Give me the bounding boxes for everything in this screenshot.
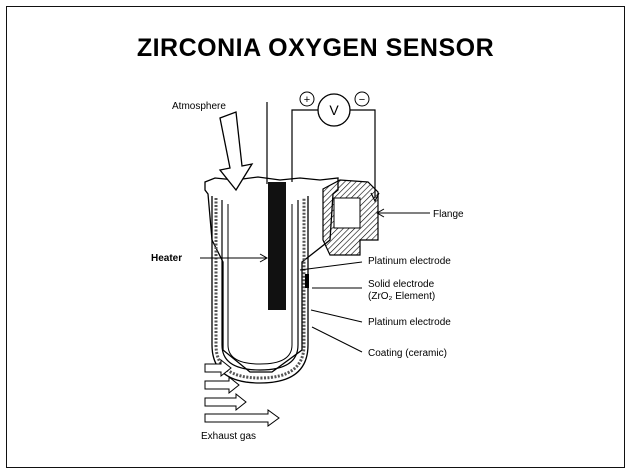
wire-negative-arrow: [370, 192, 380, 203]
platinum-outer-leader: [310, 309, 363, 323]
exhaust-arrow-2: [204, 375, 240, 395]
exhaust-arrow-4: [204, 409, 280, 427]
label-exhaust-gas: Exhaust gas: [201, 431, 256, 442]
sensor-body-outer: [211, 196, 309, 384]
heater-leader-arrow: [259, 253, 269, 263]
page-title: ZIRCONIA OXYGEN SENSOR: [136, 34, 495, 62]
label-solid-electrode-line1: Solid electrode: [368, 279, 435, 290]
sensor-coating-layer: [214, 198, 306, 380]
voltmeter-circle: [317, 93, 351, 127]
label-solid-electrode-line2: (ZrO₂ Element): [368, 291, 435, 302]
flange-inner-cutout: [333, 197, 361, 229]
platinum-inner-leader: [299, 261, 363, 271]
label-platinum-electrode-outer: Platinum electrode: [368, 317, 451, 328]
exhaust-arrow-1: [204, 358, 232, 378]
minus-symbol: −: [359, 94, 365, 106]
slide-frame: [6, 6, 625, 468]
heater-element: [268, 182, 286, 310]
sensor-body-inner: [221, 200, 299, 371]
flange-leader-arrow: [375, 208, 385, 218]
wire-negative: [350, 109, 376, 198]
sensor-body-innermost: [227, 204, 293, 365]
wire-positive: [291, 109, 318, 182]
label-heater: Heater: [151, 253, 182, 264]
atmosphere-arrow: [218, 111, 254, 192]
solid-electrode-marker: [305, 274, 309, 288]
label-flange: Flange: [433, 209, 464, 220]
coating-leader: [311, 326, 363, 353]
label-atmosphere: Atmosphere: [172, 101, 226, 112]
plus-symbol-circle: [299, 91, 315, 107]
plus-symbol: +: [304, 94, 310, 106]
voltmeter-label: V: [329, 102, 339, 118]
minus-symbol-circle: [354, 91, 370, 107]
label-platinum-electrode-inner: Platinum electrode: [368, 256, 451, 267]
label-coating: Coating (ceramic): [368, 348, 447, 359]
exhaust-arrow-3: [204, 392, 247, 412]
